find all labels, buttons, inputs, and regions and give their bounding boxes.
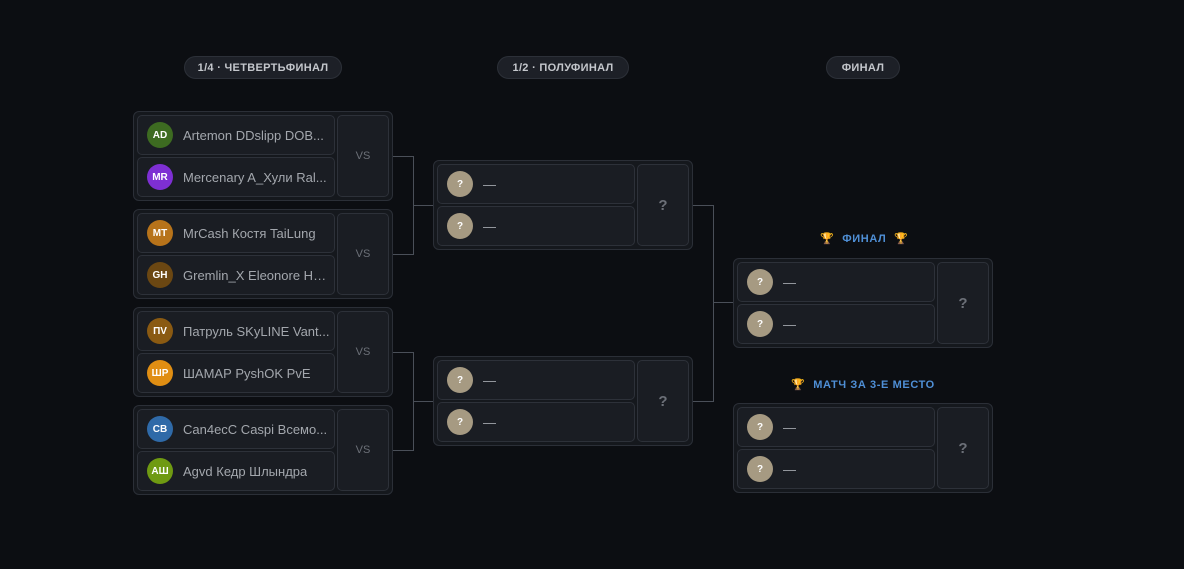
round-header-quarterfinal: 1/4 · ЧЕТВЕРТЬФИНАЛ <box>184 56 342 79</box>
avatar: АШ <box>147 458 173 484</box>
bracket-connector <box>693 401 713 402</box>
player-slot[interactable]: MT MrCash Костя TaiLung <box>137 213 335 253</box>
player-name: MrCash Костя TaiLung <box>183 225 316 241</box>
player-name: Gremlin_X Eleonore HE... <box>183 267 331 283</box>
bracket-connector <box>713 205 714 402</box>
avatar: ? <box>747 414 773 440</box>
bracket-connector <box>393 254 413 255</box>
player-slot[interactable]: ? — <box>437 206 635 246</box>
quarterfinal-match-4[interactable]: CB Can4ecC Caspi Всемо... АШ Agvd Кедр Ш… <box>133 405 393 495</box>
bracket-connector <box>393 450 413 451</box>
semifinal-match-2[interactable]: ? — ? — ? <box>433 356 693 446</box>
bracket-connector <box>693 205 713 206</box>
player-name: Mercenary A_Хули Ral... <box>183 169 327 185</box>
result-badge: ? <box>637 360 689 442</box>
vs-badge: VS <box>337 409 389 491</box>
bracket-connector <box>413 401 433 402</box>
player-slot[interactable]: ПV Патруль SKyLINE Vant... <box>137 311 335 351</box>
player-name: — <box>783 316 796 332</box>
player-name: — <box>483 372 496 388</box>
player-name: — <box>783 419 796 435</box>
player-slot[interactable]: АШ Agvd Кедр Шлындра <box>137 451 335 491</box>
avatar: ? <box>447 367 473 393</box>
avatar: ? <box>747 269 773 295</box>
player-slot[interactable]: CB Can4ecC Caspi Всемо... <box>137 409 335 449</box>
final-section-label: 🏆 ФИНАЛ 🏆 <box>820 232 909 246</box>
player-name: Патруль SKyLINE Vant... <box>183 323 330 339</box>
semifinal-match-1[interactable]: ? — ? — ? <box>433 160 693 250</box>
avatar: AD <box>147 122 173 148</box>
avatar: ? <box>747 311 773 337</box>
round-header-final: ФИНАЛ <box>826 56 900 79</box>
bracket-connector <box>393 352 413 353</box>
avatar: ? <box>747 456 773 482</box>
player-name: — <box>783 461 796 477</box>
player-slot[interactable]: ? — <box>737 262 935 302</box>
bracket-connector <box>413 205 433 206</box>
quarterfinal-match-3[interactable]: ПV Патруль SKyLINE Vant... ШР ШАМАР Pysh… <box>133 307 393 397</box>
player-name: Artemon DDslipp DOB... <box>183 127 324 143</box>
result-badge: ? <box>937 407 989 489</box>
trophy-icon: 🏆 <box>791 379 806 391</box>
third-place-match[interactable]: ? — ? — ? <box>733 403 993 493</box>
player-name: — <box>483 176 496 192</box>
player-slot[interactable]: GH Gremlin_X Eleonore HE... <box>137 255 335 295</box>
avatar: ШР <box>147 360 173 386</box>
quarterfinal-match-1[interactable]: AD Artemon DDslipp DOB... MR Mercenary A… <box>133 111 393 201</box>
vs-badge: VS <box>337 115 389 197</box>
player-slot[interactable]: ? — <box>737 304 935 344</box>
player-slot[interactable]: AD Artemon DDslipp DOB... <box>137 115 335 155</box>
player-name: Can4ecC Caspi Всемо... <box>183 421 328 437</box>
avatar: ? <box>447 171 473 197</box>
player-slot[interactable]: ? — <box>437 402 635 442</box>
trophy-icon: 🏆 <box>820 233 835 245</box>
round-header-semifinal: 1/2 · ПОЛУФИНАЛ <box>497 56 629 79</box>
player-slot[interactable]: MR Mercenary A_Хули Ral... <box>137 157 335 197</box>
player-slot[interactable]: ? — <box>737 407 935 447</box>
player-slot[interactable]: ? — <box>437 164 635 204</box>
avatar: CB <box>147 416 173 442</box>
result-badge: ? <box>637 164 689 246</box>
bracket-connector <box>393 156 413 157</box>
player-name: Agvd Кедр Шлындра <box>183 463 308 479</box>
avatar: ? <box>447 409 473 435</box>
bracket-connector <box>713 302 733 303</box>
vs-badge: VS <box>337 311 389 393</box>
player-slot[interactable]: ? — <box>737 449 935 489</box>
final-section-title: ФИНАЛ <box>842 232 887 245</box>
avatar: MT <box>147 220 173 246</box>
avatar: MR <box>147 164 173 190</box>
trophy-icon: 🏆 <box>894 233 909 245</box>
player-name: — <box>483 218 496 234</box>
player-name: ШАМАР PyshOK PvE <box>183 365 311 381</box>
vs-badge: VS <box>337 213 389 295</box>
avatar: ПV <box>147 318 173 344</box>
result-badge: ? <box>937 262 989 344</box>
quarterfinal-match-2[interactable]: MT MrCash Костя TaiLung GH Gremlin_X Ele… <box>133 209 393 299</box>
player-slot[interactable]: ? — <box>437 360 635 400</box>
player-slot[interactable]: ШР ШАМАР PyshOK PvE <box>137 353 335 393</box>
avatar: GH <box>147 262 173 288</box>
third-place-section-label: 🏆 МАТЧ ЗА 3-Е МЕСТО <box>791 378 935 392</box>
player-name: — <box>483 414 496 430</box>
avatar: ? <box>447 213 473 239</box>
final-match[interactable]: ? — ? — ? <box>733 258 993 348</box>
player-name: — <box>783 274 796 290</box>
third-place-section-title: МАТЧ ЗА 3-Е МЕСТО <box>813 378 935 391</box>
